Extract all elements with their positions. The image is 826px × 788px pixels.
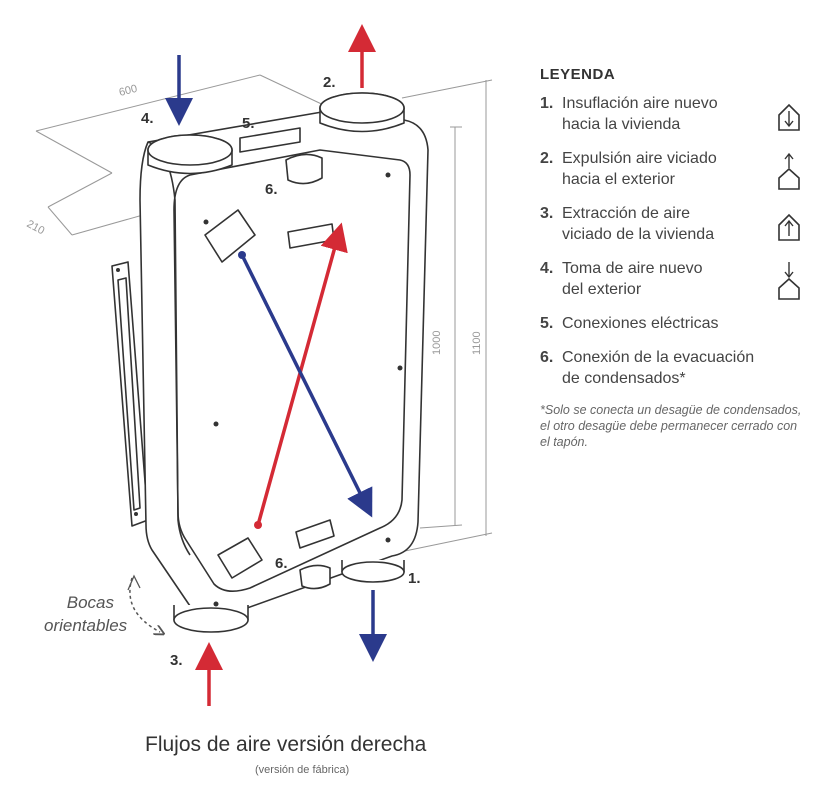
arrow-supply-start-dot xyxy=(254,521,262,529)
ventilation-unit xyxy=(111,92,429,633)
legend-item-5: 5. Conexiones eléctricas xyxy=(540,315,719,332)
electrical-box xyxy=(239,127,301,153)
house-arrow-up-inside-icon xyxy=(778,213,800,241)
diagram-caption: Flujos de aire versión derecha xyxy=(145,733,427,756)
bocas-orientables-label: Bocas orientables xyxy=(44,593,128,635)
condensate-outlet-top xyxy=(285,153,323,185)
label-4: 4. xyxy=(141,110,154,127)
dimension-depth: 210 xyxy=(25,218,47,237)
label-3: 3. xyxy=(170,652,183,669)
dimension-height-outer: 1100 xyxy=(471,331,483,355)
dimension-height-inner: 1000 xyxy=(431,331,443,355)
legend-title: LEYENDA xyxy=(540,66,616,83)
dimension-lines xyxy=(35,74,493,552)
arrow-extract-internal xyxy=(240,254,373,518)
label-1: 1. xyxy=(408,570,421,587)
house-arrow-up-outside-icon xyxy=(778,152,800,190)
legend: LEYENDA 1. Insuflación aire nuevo hacia … xyxy=(540,66,820,450)
condensate-outlet-bottom xyxy=(299,564,331,590)
front-panel xyxy=(173,149,411,592)
diagram-subcaption: (versión de fábrica) xyxy=(255,764,350,776)
screw-holes xyxy=(116,172,403,607)
slot-top-left xyxy=(204,209,256,263)
rotation-arc xyxy=(129,577,160,632)
legend-item-4: 4. Toma de aire nuevo del exterior xyxy=(540,258,820,300)
dimension-width: 600 xyxy=(118,83,139,99)
slot-bottom-left xyxy=(217,537,263,579)
house-arrow-down-outside-icon xyxy=(778,262,800,300)
label-6-top: 6. xyxy=(265,181,278,198)
arrow-extract-start-dot xyxy=(238,251,246,259)
legend-item-6: 6. Conexión de la evacuación de condensa… xyxy=(540,349,755,387)
legend-item-3: 3. Extracción de aire viciado de la vivi… xyxy=(540,203,820,245)
label-5: 5. xyxy=(242,115,255,132)
slot-bottom-right xyxy=(295,519,335,549)
legend-note: *Solo se conecta un desagüe de condensad… xyxy=(540,403,802,449)
legend-item-1: 1. Insuflación aire nuevo hacia la vivie… xyxy=(540,93,820,135)
label-6-bottom: 6. xyxy=(275,555,288,572)
legend-item-2: 2. Expulsión aire viciado hacia el exter… xyxy=(540,148,820,190)
house-arrow-down-inside-icon xyxy=(778,103,800,131)
label-2: 2. xyxy=(323,74,336,91)
arrow-supply-internal xyxy=(256,222,348,526)
